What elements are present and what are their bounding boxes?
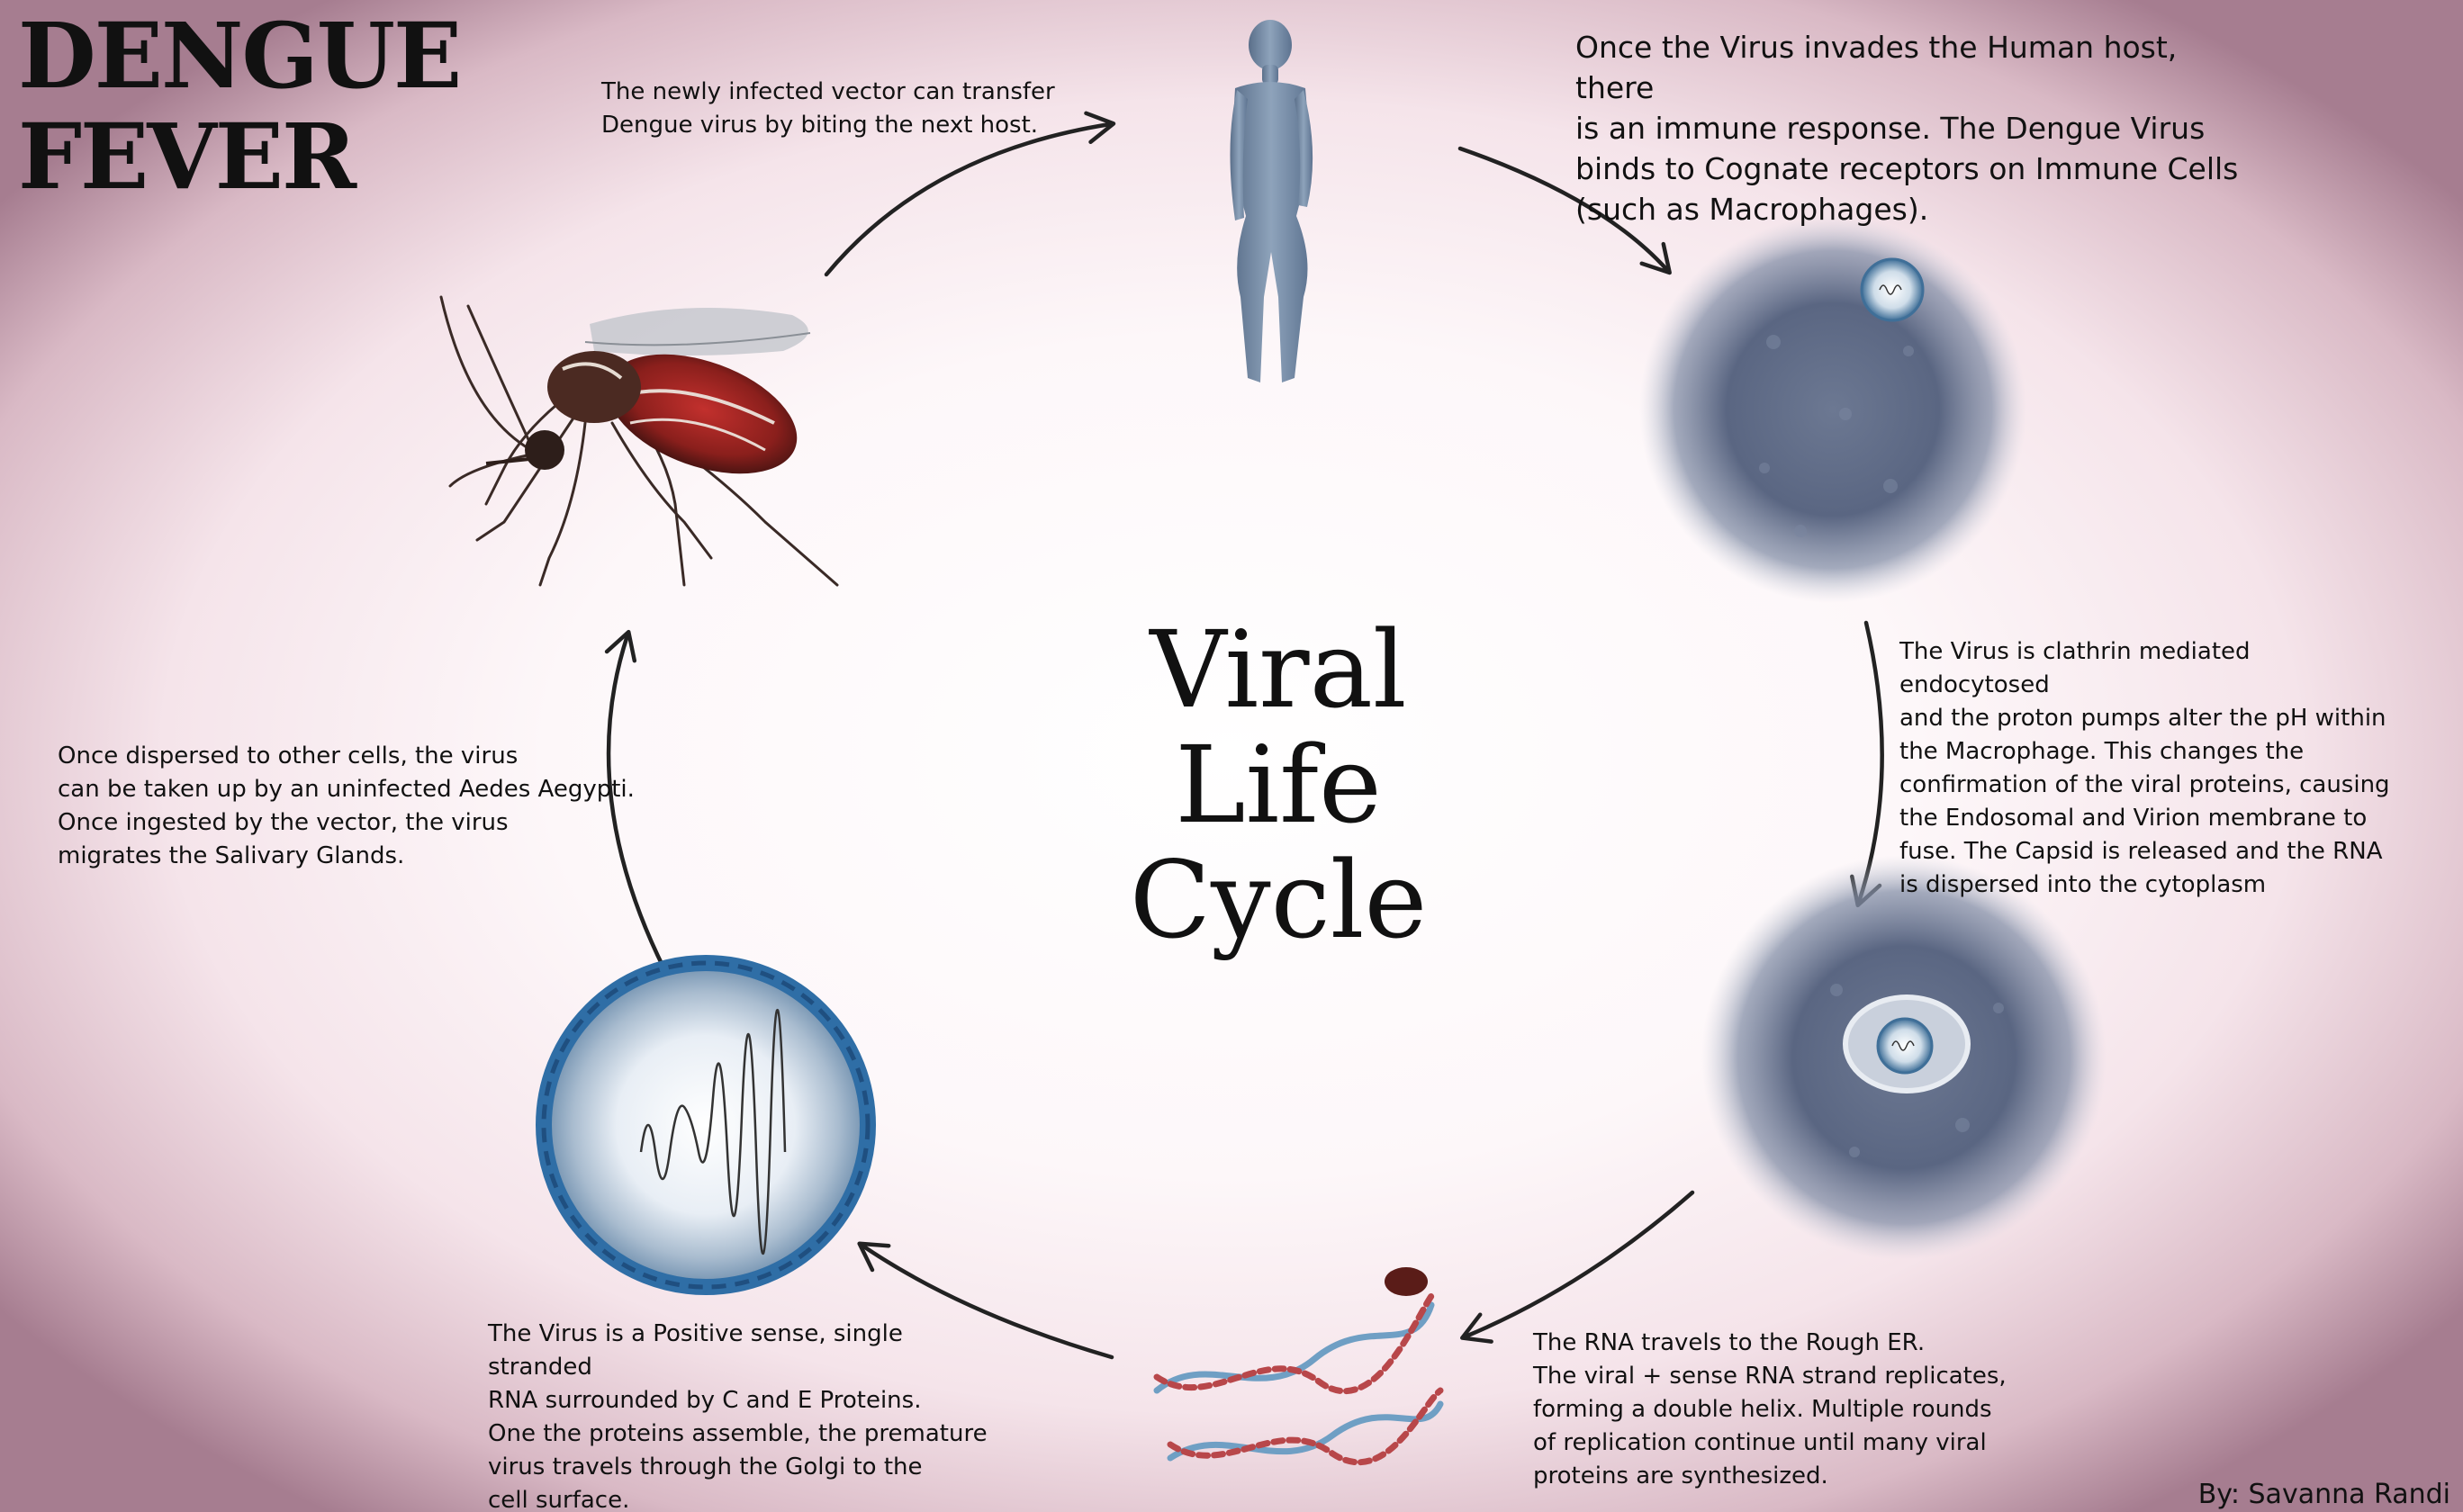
human-host-figure [1230, 20, 1313, 382]
rna-double-helix [1153, 1267, 1444, 1466]
step-dispersal-text: Once dispersed to other cells, the virus… [58, 742, 635, 869]
step-assembly-text: The Virus is a Positive sense, single st… [488, 1320, 988, 1512]
macrophage-with-endosome [1701, 855, 2107, 1260]
arrow-rna-to-virion [857, 1241, 1114, 1360]
virion-particle [536, 955, 876, 1295]
author-credit: By: Savanna Randi [2197, 1479, 2450, 1510]
page-title: DENGUE FEVER [18, 3, 462, 210]
cycle-arrows [604, 111, 1884, 1360]
arrow-human-to-macrophage [1457, 146, 1672, 275]
arrow-mosquito-to-human [824, 111, 1116, 277]
arrow-virion-to-mosquito [604, 629, 667, 972]
center-title: Viral Life Cycle [1129, 608, 1428, 962]
step-replication-text: The RNA travels to the Rough ER. The vir… [1533, 1329, 2007, 1490]
mosquito-vector [439, 295, 839, 587]
step-vector-transfer-text: The newly infected vector can transfer D… [601, 78, 1055, 139]
macrophage-cell [1639, 216, 2026, 603]
step-endocytosis-text: The Virus is clathrin mediated endocytos… [1899, 638, 2390, 898]
arrow-endosome-to-rna [1460, 1190, 1695, 1344]
step-immune-response-text: Once the Virus invades the Human host, t… [1575, 30, 2239, 227]
